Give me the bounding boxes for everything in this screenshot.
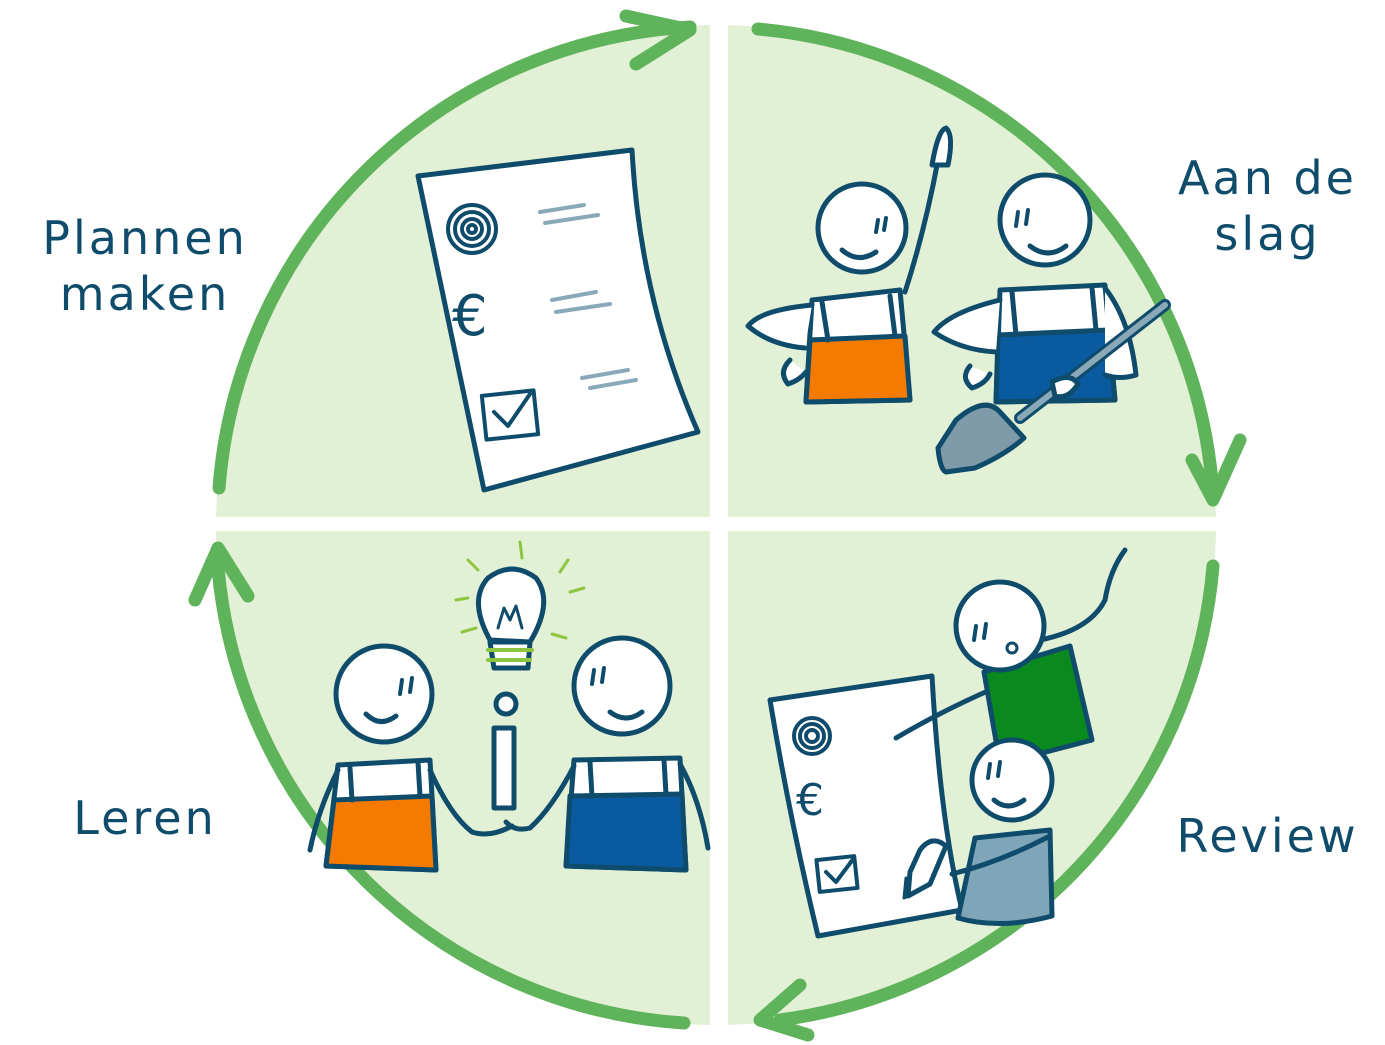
phase-label-line: maken: [59, 267, 231, 321]
person-right-head: [997, 172, 1093, 268]
person-right-arm-left: [931, 297, 1003, 355]
shovel-icon: [935, 299, 1171, 475]
cycle-arrowheads: [188, 9, 1247, 1042]
phase-label-plannen-maken: Plannen maken: [0, 210, 290, 322]
review-top-head: [953, 579, 1047, 673]
learn-right-straps: [587, 757, 669, 799]
arrowhead-left: [188, 541, 255, 607]
person-right-apron: [993, 327, 1118, 405]
person-right-hand: [963, 363, 993, 391]
ring-arc-bottom-right: [773, 559, 1220, 1027]
learn-right-arm-outer: [677, 761, 711, 851]
learn-left-apron: [323, 793, 439, 873]
raised-hand: [929, 125, 954, 168]
arrowhead-right: [1185, 433, 1247, 507]
person-left-hand: [781, 357, 809, 387]
plan-document: €: [415, 147, 701, 493]
review-top-pointing-arm: [893, 687, 993, 741]
ring-arc-bottom-left: [211, 561, 691, 1030]
info-icon: [491, 691, 519, 811]
plan-text-lines: [538, 203, 638, 390]
arrowhead-top: [619, 9, 697, 71]
review-target-icon: [792, 716, 832, 756]
phase-label-line: Leren: [73, 791, 217, 845]
lightbulb-icon: [476, 566, 547, 671]
euro-icon: €: [452, 284, 488, 349]
learn-right-apron: [563, 791, 689, 873]
phase-label-line: Aan de: [1178, 151, 1357, 205]
checkbox-icon: [479, 388, 541, 442]
phase-label-aan-de-slag: Aan de slag: [1150, 150, 1385, 262]
person-left-straps: [819, 293, 898, 343]
phase-label-line: slag: [1214, 207, 1321, 261]
learn-left-head: [333, 643, 435, 745]
learn-left-arm: [427, 767, 515, 837]
raised-arm: [902, 157, 941, 295]
review-writing-arm: [949, 833, 1053, 877]
learn-right-head: [571, 635, 673, 737]
ring-arc-top-right: [751, 22, 1220, 502]
person-left-arm: [745, 302, 815, 351]
learn-right-arm: [503, 763, 577, 832]
phase-label-line: Review: [1176, 809, 1359, 863]
ring-arc-top-left: [212, 20, 697, 495]
learn-left-straps: [347, 759, 423, 803]
arrowhead-bottom: [753, 978, 815, 1042]
person-left-apron: [803, 333, 913, 405]
bulb-glow: [454, 540, 586, 640]
aan-de-slag-illustration: [745, 125, 1171, 475]
review-euro-icon: €: [796, 775, 824, 826]
review-illustration: €: [767, 547, 1128, 939]
learn-left-arm-outer: [307, 767, 341, 853]
person-right-straps: [1009, 285, 1099, 338]
phase-label-leren: Leren: [30, 790, 260, 846]
leren-illustration: [307, 540, 711, 873]
phase-label-line: Plannen: [42, 211, 248, 265]
review-grey-shirt: [955, 827, 1055, 926]
phase-label-review: Review: [1150, 808, 1385, 864]
pencil-icon: [902, 838, 949, 900]
review-checkbox-icon: [814, 854, 860, 894]
quadrants: [216, 25, 1216, 1025]
target-icon: [446, 203, 498, 255]
review-green-shirt: [981, 643, 1095, 767]
review-top-arm: [1037, 547, 1128, 643]
cycle-ring: [211, 20, 1220, 1030]
